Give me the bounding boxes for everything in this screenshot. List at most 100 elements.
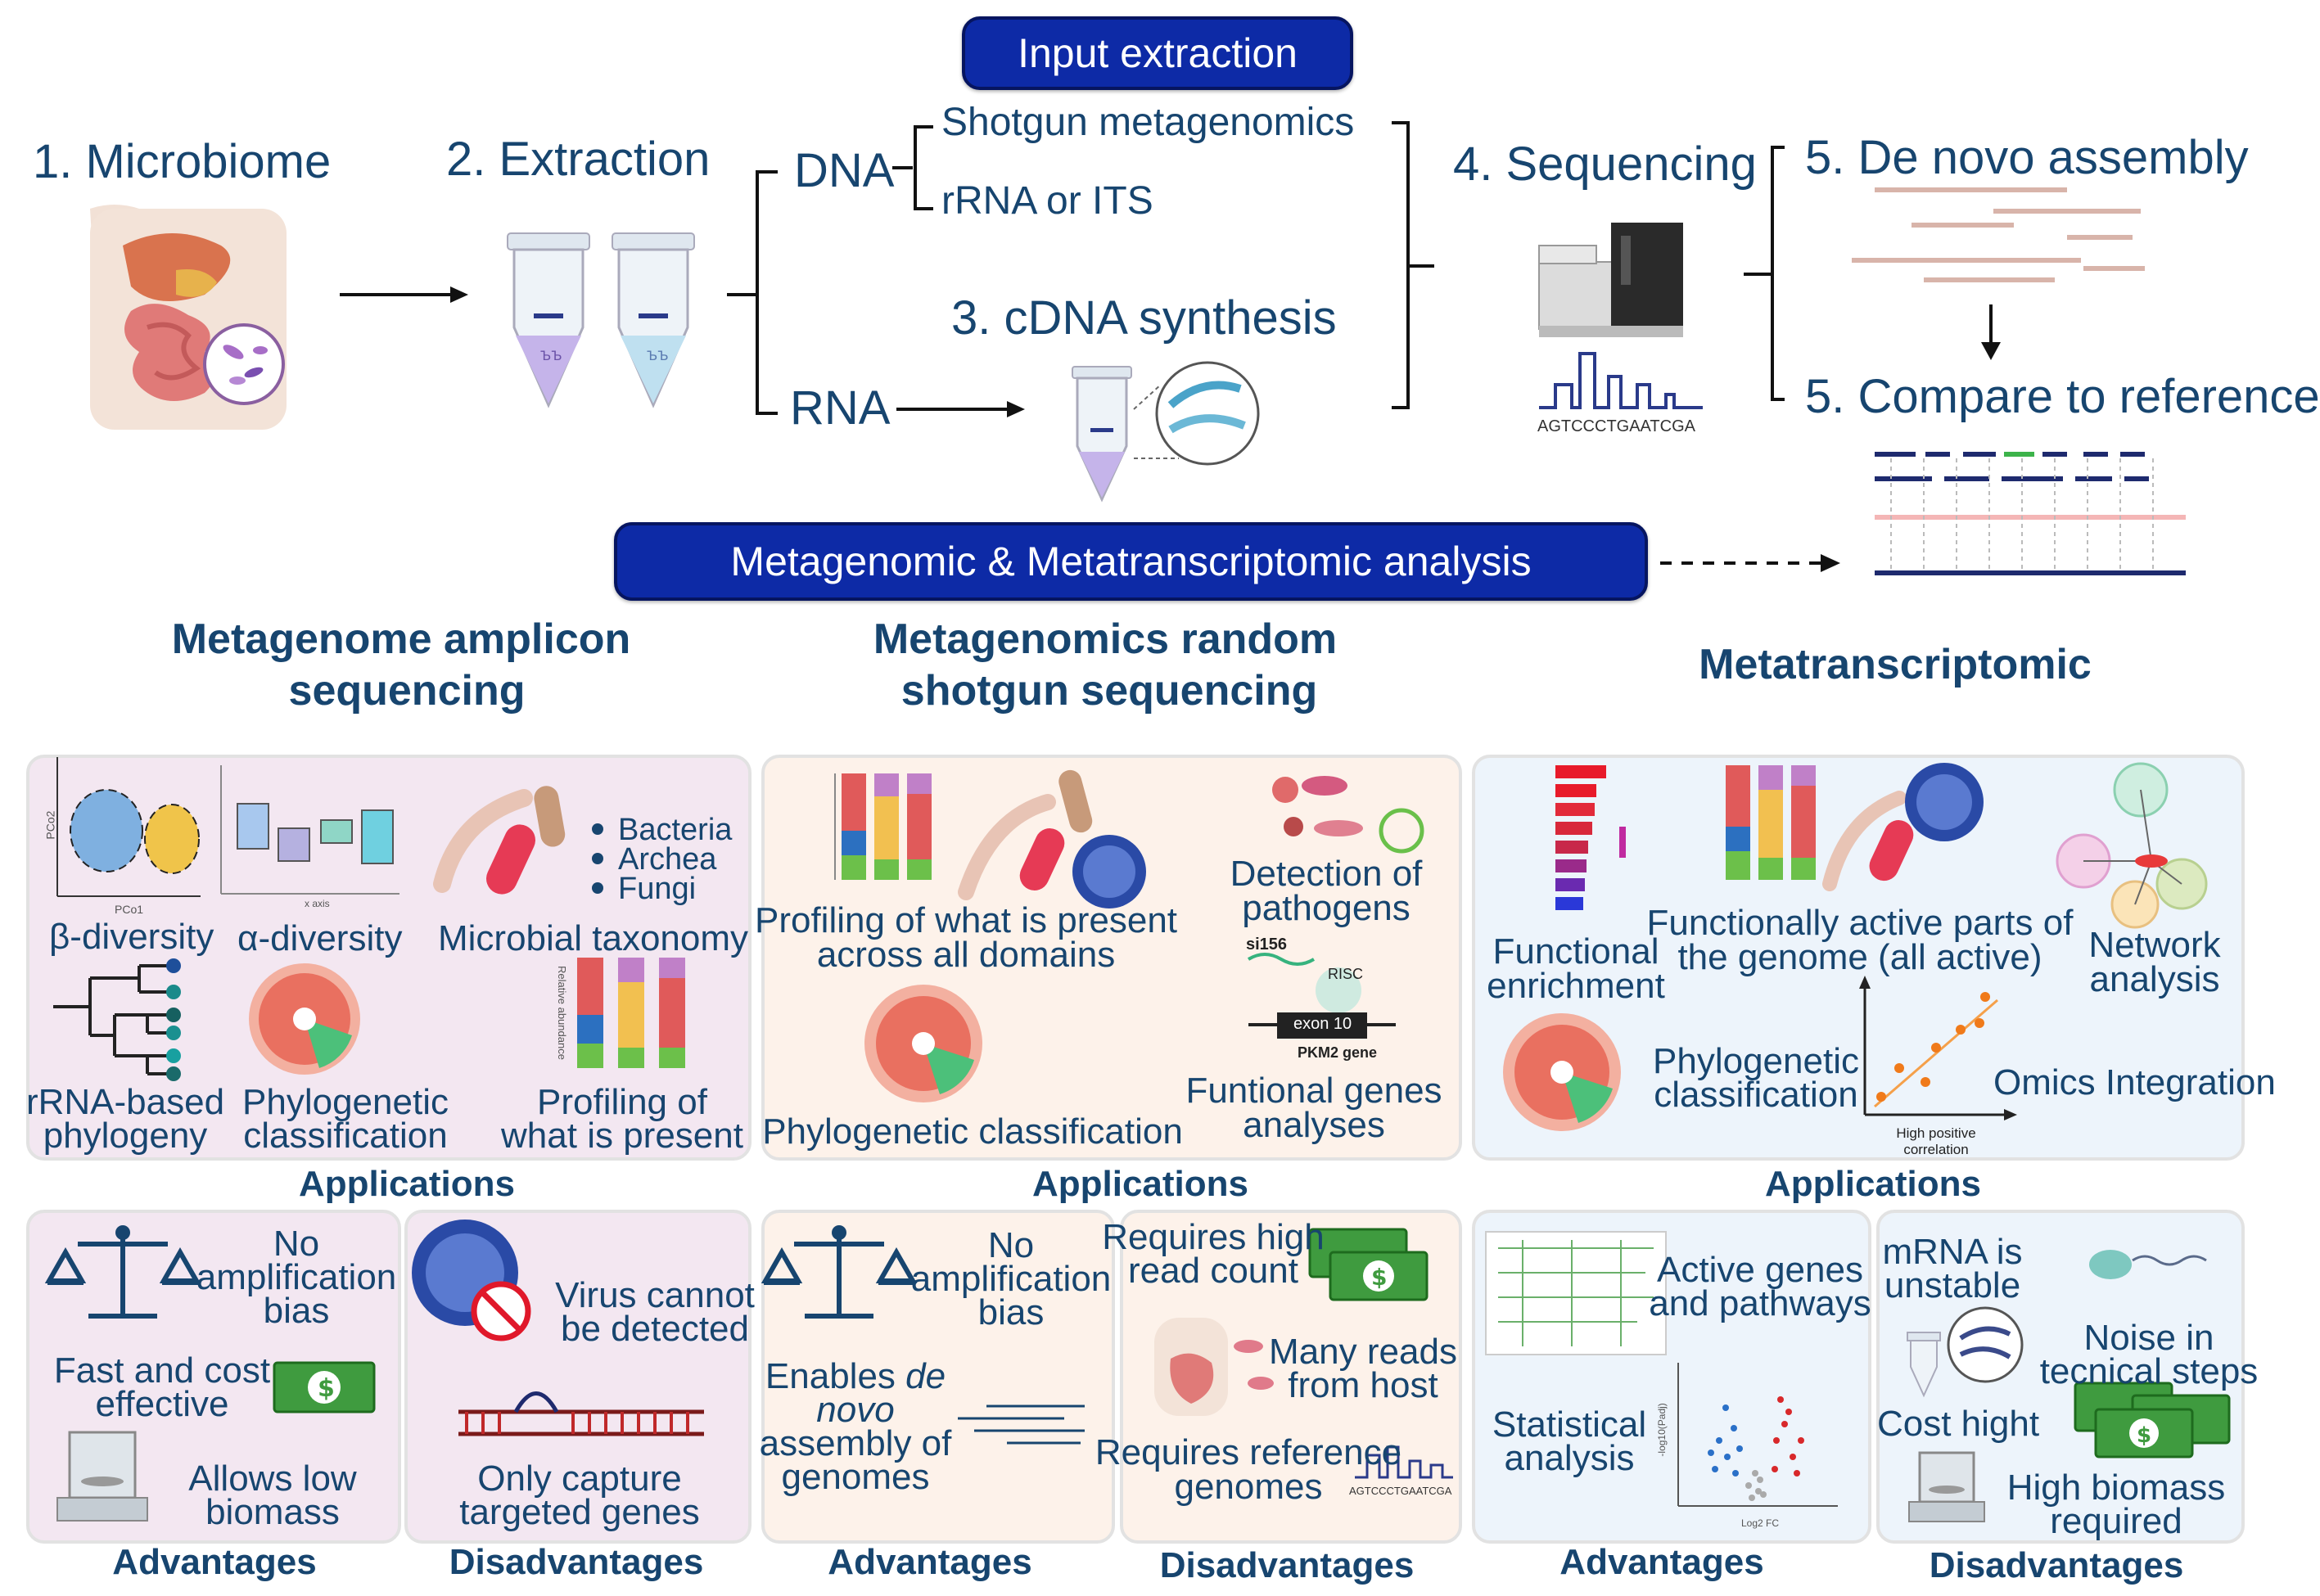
archea-label: Archea bbox=[618, 842, 717, 877]
input-extraction-banner: Input extraction bbox=[962, 16, 1353, 90]
sequence-readout: AGTCCCTGAATCGA bbox=[1537, 417, 1695, 435]
money-icon: $ bbox=[273, 1361, 376, 1413]
balance-icon bbox=[44, 1236, 201, 1319]
svg-text:$: $ bbox=[2137, 1423, 2151, 1448]
sg-ref-line1: Requires reference bbox=[1095, 1432, 1402, 1472]
mt-noise-line2: tecnical steps bbox=[2039, 1351, 2259, 1391]
sg-disadvantages-label: Disadvantages bbox=[1159, 1545, 1415, 1585]
workflow-graphics: ЪЪ ЪЪ bbox=[90, 121, 2186, 575]
amp-noamp-line2: amplification bbox=[196, 1257, 397, 1297]
corr-line1: High positive bbox=[1896, 1125, 1976, 1141]
funtional-line2: analyses bbox=[1243, 1105, 1385, 1145]
sg-host-line2: from host bbox=[1288, 1365, 1438, 1405]
capture-line1: Only capture bbox=[477, 1458, 682, 1499]
pkm2-label: PKM2 gene bbox=[1298, 1044, 1378, 1061]
network-line1: Network bbox=[2088, 925, 2221, 965]
mt-noise-line1: Noise in bbox=[2083, 1318, 2214, 1358]
phylogenetic-circle-icon bbox=[249, 963, 360, 1075]
mt-tube-icon bbox=[1907, 1306, 2024, 1398]
amp-profiling-line1: Profiling of bbox=[537, 1082, 707, 1122]
step-cdna-synthesis: 3. cDNA synthesis bbox=[951, 291, 1337, 345]
step-compare-reference: 5. Compare to reference bbox=[1805, 370, 2320, 423]
rrna-phylogeny-line1: rRNA-based bbox=[25, 1082, 225, 1122]
meta-phylo-line1: Phylogenetic bbox=[1653, 1041, 1859, 1081]
sg-enables-word: Enables bbox=[765, 1356, 906, 1396]
sg-noamp-line1: No bbox=[987, 1225, 1035, 1265]
sg-applications-label: Applications bbox=[1031, 1164, 1249, 1204]
network-line2: analysis bbox=[2089, 959, 2220, 999]
func-active-line1: Functionally active parts of bbox=[1646, 903, 2074, 943]
meta-applications-label: Applications bbox=[1764, 1164, 1982, 1204]
mt-active-line2: and pathways bbox=[1649, 1283, 1871, 1323]
sg-enables-line3: assembly of bbox=[759, 1423, 952, 1463]
svg-text:ЪЪ: ЪЪ bbox=[647, 348, 669, 363]
mt-cost-label: Cost hight bbox=[1876, 1404, 2040, 1444]
rrna-its-label: rRNA or ITS bbox=[941, 179, 1153, 223]
sg-req-line2: read count bbox=[1128, 1251, 1298, 1291]
func-active-line2: the genome (all active) bbox=[1677, 937, 2042, 977]
mt-advantages-label: Advantages bbox=[1559, 1542, 1764, 1582]
capture-line2: targeted genes bbox=[459, 1492, 700, 1532]
corr-line2: correlation bbox=[1903, 1142, 1969, 1157]
pathogens-icon bbox=[1272, 776, 1424, 854]
mt-money-icon: $ bbox=[2074, 1382, 2231, 1458]
mt-balance-icon bbox=[1908, 1451, 1985, 1522]
omics-integration-label: Omics Integration bbox=[1993, 1062, 2276, 1102]
phylogeny-tree-icon bbox=[53, 964, 172, 1075]
func-enrich-line1: Functional bbox=[1492, 931, 1659, 972]
shotgun-bars-icon bbox=[834, 773, 932, 880]
pathogens-line2: pathogens bbox=[1242, 888, 1411, 928]
sg-noamp-line3: bias bbox=[977, 1292, 1045, 1332]
microbes-icon bbox=[433, 786, 566, 895]
analytical-balance-icon bbox=[56, 1431, 148, 1522]
sg-balance-icon bbox=[761, 1236, 918, 1319]
pathogens-line1: Detection of bbox=[1230, 854, 1423, 894]
amp-phylo-line2: classification bbox=[243, 1116, 448, 1156]
sg-profiling-line2: across all domains bbox=[816, 935, 1116, 975]
meta-bars-icon bbox=[1726, 765, 1816, 880]
balance-pivot-icon bbox=[115, 1225, 130, 1240]
virus-line1: Virus cannot bbox=[555, 1275, 755, 1315]
mt-disadvantages-label: Disadvantages bbox=[1929, 1545, 2184, 1585]
meta-microbes-icon bbox=[1822, 763, 1984, 891]
amp-fast-line2: effective bbox=[95, 1384, 229, 1424]
sg-noamp-line2: amplification bbox=[910, 1259, 1112, 1299]
amplicon-title-line2: sequencing bbox=[288, 667, 526, 715]
sg-reads-icon bbox=[958, 1404, 1085, 1445]
host-body-icon bbox=[1154, 1318, 1274, 1416]
amp-applications-label: Applications bbox=[298, 1164, 516, 1204]
sg-advantages-label: Advantages bbox=[828, 1542, 1032, 1582]
volcano-y-label: -log10(Padj) bbox=[1655, 1403, 1668, 1457]
virus-blocked-icon bbox=[412, 1220, 531, 1341]
rrna-phylogeny-line2: phylogeny bbox=[43, 1116, 208, 1156]
shotgun-phylo-circle-icon bbox=[864, 985, 982, 1102]
step-microbiome: 1. Microbiome bbox=[33, 135, 332, 188]
exon-label: exon 10 bbox=[1293, 1015, 1352, 1033]
mt-mrna-line1: mRNA is bbox=[1882, 1232, 2023, 1272]
mt-bio-line2: required bbox=[2050, 1501, 2182, 1541]
mt-stat-line1: Statistical bbox=[1492, 1404, 1647, 1445]
amp-noamp-line3: bias bbox=[263, 1291, 330, 1331]
analysis-banner: Metagenomic & Metatranscriptomic analysi… bbox=[614, 522, 1648, 601]
sg-enables-line1: Enables de bbox=[765, 1356, 946, 1398]
bacteria-label: Bacteria bbox=[618, 813, 733, 847]
network-icon bbox=[2056, 762, 2208, 929]
metatranscriptomic-title: Metatranscriptomic bbox=[1699, 641, 2092, 688]
extraction-tubes-icon: ЪЪ ЪЪ bbox=[507, 232, 695, 408]
sg-ref-line2: genomes bbox=[1174, 1467, 1323, 1507]
amp-phylo-line1: Phylogenetic bbox=[242, 1082, 449, 1122]
mt-stat-line2: analysis bbox=[1504, 1438, 1635, 1478]
correlation-plot bbox=[1859, 976, 2017, 1120]
mrna-icon bbox=[2089, 1250, 2207, 1279]
volcano-plot bbox=[1677, 1363, 1838, 1507]
profiling-bars-icon bbox=[577, 958, 685, 1068]
beta-diversity-label: β-diversity bbox=[49, 917, 214, 957]
func-enrich-line2: enrichment bbox=[1487, 966, 1665, 1006]
amp-noamp-line1: No bbox=[273, 1224, 320, 1264]
phylogeny-tree-tips bbox=[166, 958, 181, 1081]
shotgun-microbes-icon bbox=[958, 769, 1146, 908]
dna-label: DNA bbox=[794, 144, 895, 197]
sg-enables-de: de bbox=[905, 1356, 946, 1396]
amp-disadvantages-label: Disadvantages bbox=[449, 1542, 704, 1582]
